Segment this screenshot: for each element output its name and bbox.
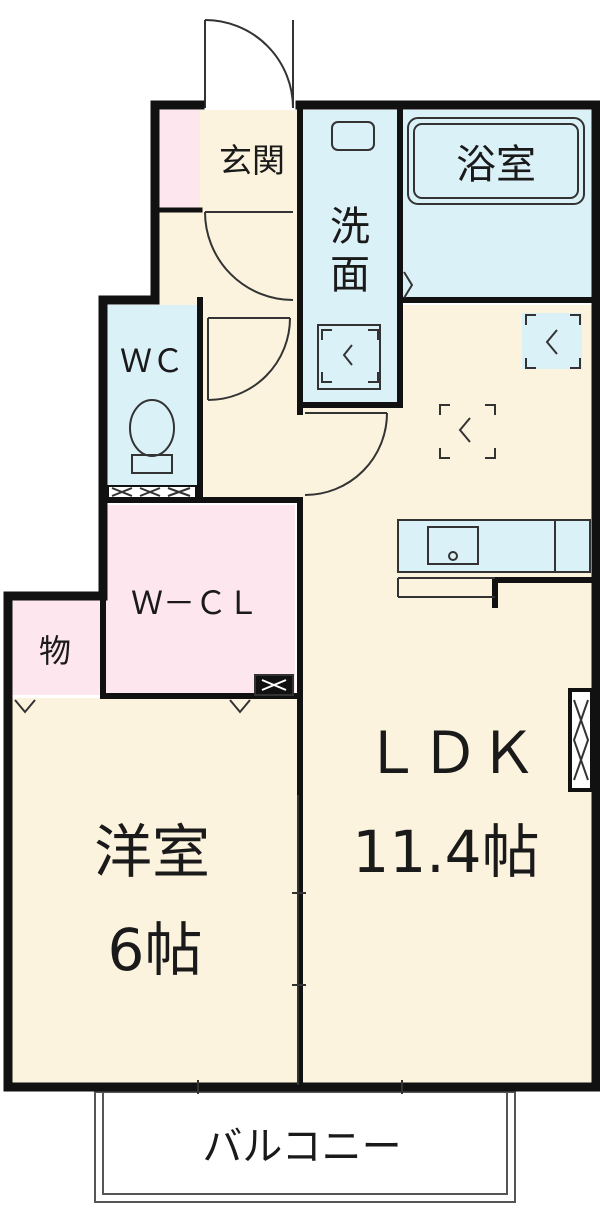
- room-labels: 玄関 浴室 洗 面 ＷＣ Ｗ－ＣＬ 物 ＬＤＫ 11.4帖 洋室 6帖 バルコニ…: [39, 141, 540, 1170]
- corridor-floor: [155, 210, 205, 305]
- label-western-name: 洋室: [94, 818, 210, 886]
- label-wcl: Ｗ－ＣＬ: [131, 584, 259, 622]
- walls: [3, 100, 600, 1092]
- kitchen-sink: [427, 526, 479, 565]
- storage-floor: [8, 600, 103, 695]
- wcl-floor: [105, 505, 295, 695]
- washroom-floor: [300, 110, 400, 405]
- label-entrance: 玄関: [219, 141, 285, 180]
- label-storage: 物: [39, 632, 71, 670]
- washbasin: [331, 121, 375, 151]
- label-bath: 浴室: [456, 142, 536, 188]
- label-ldk-size: 11.4帖: [352, 818, 539, 886]
- label-washroom-2: 面: [330, 252, 370, 298]
- hall-floor: [200, 210, 300, 500]
- label-balcony: バルコニー: [202, 1124, 401, 1170]
- hall-door-swing[interactable]: [204, 211, 294, 301]
- kitchen-counter: [397, 519, 591, 573]
- label-ldk-name: ＬＤＫ: [363, 719, 537, 787]
- bathtub: [407, 117, 585, 205]
- fixtures: [129, 117, 591, 598]
- ldk-door-swing[interactable]: [304, 412, 388, 496]
- entrance-shoe-box: [155, 110, 200, 210]
- wc-door-swing[interactable]: [207, 317, 291, 401]
- floor-fills: [8, 110, 592, 1085]
- entrance-door[interactable]: [204, 19, 294, 109]
- entrance-floor: [200, 110, 300, 210]
- balcony: [94, 1091, 516, 1203]
- label-washroom-1: 洗: [330, 204, 370, 250]
- equipment-marks: [321, 313, 582, 459]
- label-western-size: 6帖: [108, 916, 203, 984]
- wc-floor: [105, 305, 200, 490]
- western-floor: [8, 698, 298, 1085]
- interior-doors[interactable]: [197, 211, 403, 1094]
- label-wc: ＷＣ: [120, 342, 184, 380]
- bath-floor: [400, 110, 592, 302]
- closet-doors[interactable]: [14, 485, 594, 792]
- ldk-floor: [300, 305, 592, 1085]
- balcony-inner: [102, 1091, 508, 1195]
